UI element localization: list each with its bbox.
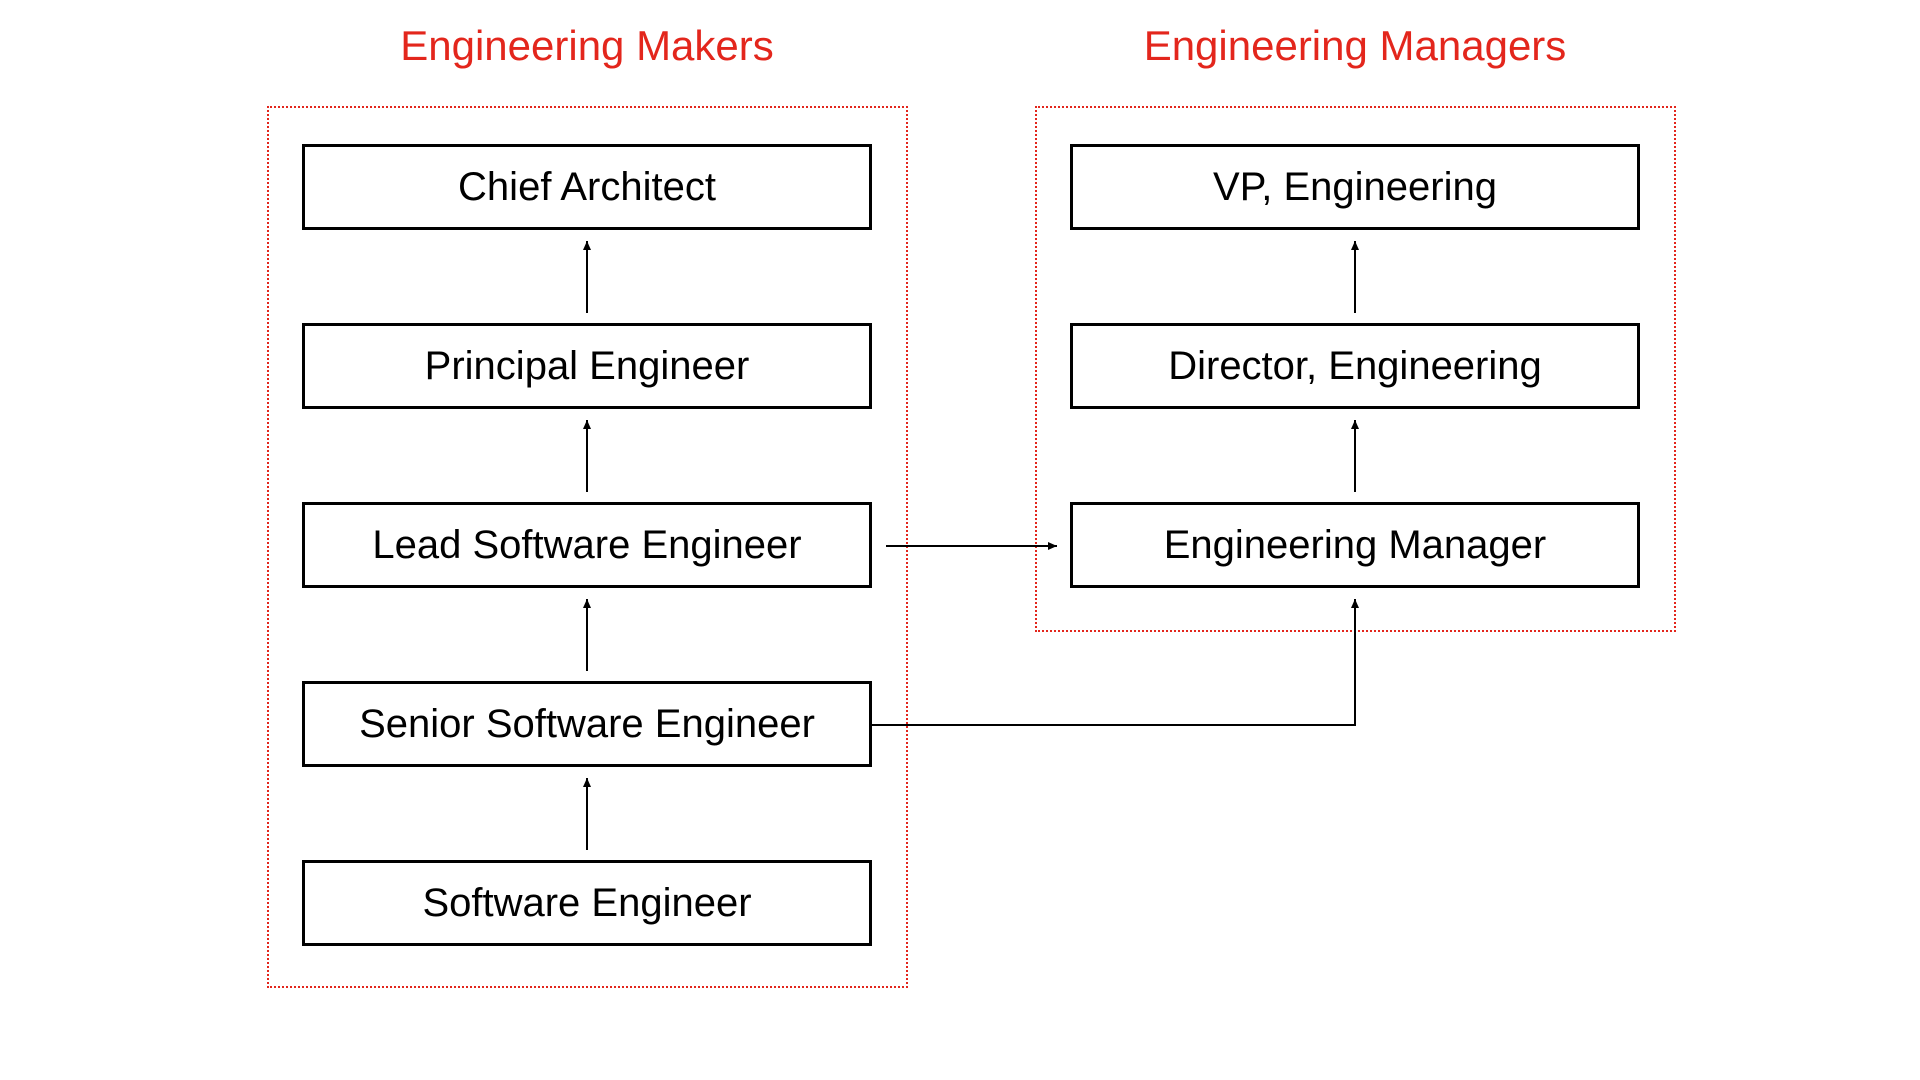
- node-software-engineer: Software Engineer: [302, 860, 872, 946]
- node-senior-software-engineer: Senior Software Engineer: [302, 681, 872, 767]
- node-lead-software-engineer: Lead Software Engineer: [302, 502, 872, 588]
- node-engineering-manager: Engineering Manager: [1070, 502, 1640, 588]
- group-title-engineering-makers: Engineering Makers: [400, 22, 774, 69]
- group-title-engineering-managers: Engineering Managers: [1143, 22, 1567, 69]
- arrow-senior-to-manager: [872, 599, 1359, 726]
- node-principal-engineer: Principal Engineer: [302, 323, 872, 409]
- node-vp-engineering: VP, Engineering: [1070, 144, 1640, 230]
- node-director-engineering: Director, Engineering: [1070, 323, 1640, 409]
- node-chief-architect: Chief Architect: [302, 144, 872, 230]
